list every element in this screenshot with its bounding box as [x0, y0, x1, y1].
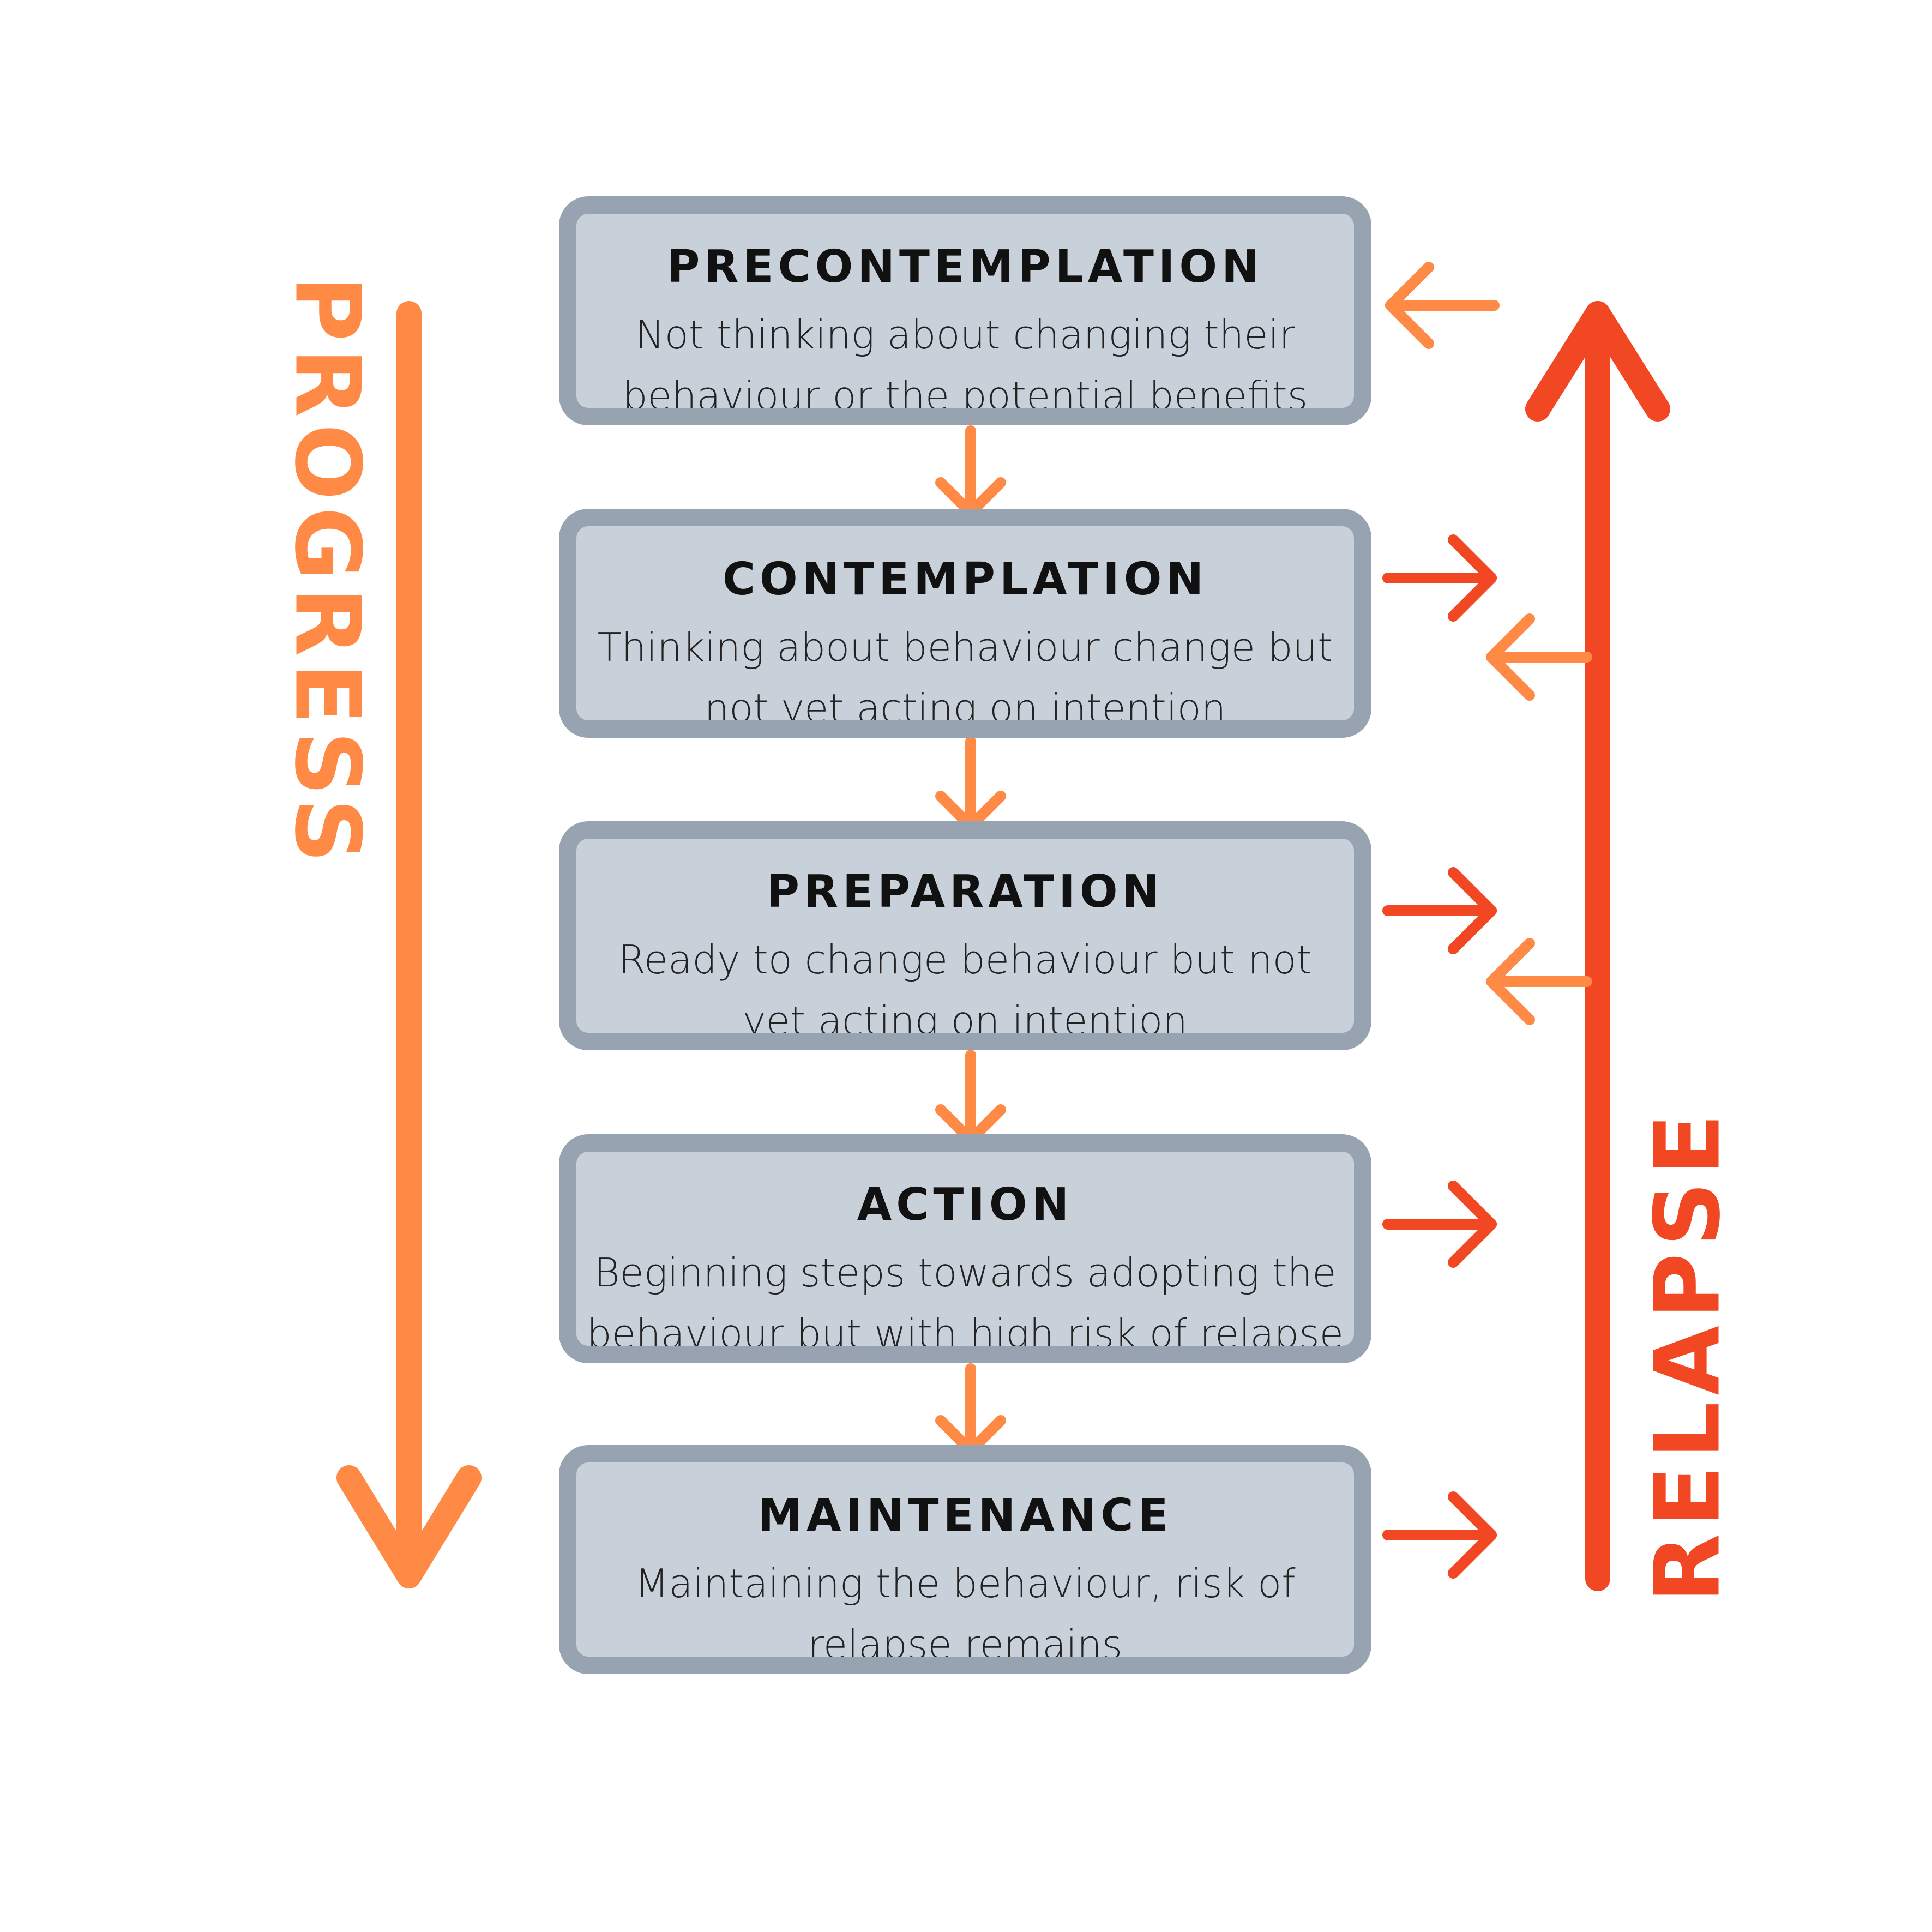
stage-box-action: ACTION Beginning steps towards adopting … [559, 1134, 1371, 1363]
reentry-contemplation [1486, 613, 1592, 701]
stage-title: ACTION [857, 1179, 1074, 1231]
reentry-precontemplation [1385, 262, 1500, 349]
down-arrow-1 [935, 425, 1006, 518]
progress-label: PROGRESS [275, 275, 380, 870]
relapse-out-preparation [1382, 867, 1497, 954]
progress-arrow [336, 301, 482, 1588]
stage-description: Not thinking about changing their behavi… [622, 312, 1308, 419]
relapse-out-action [1382, 1181, 1497, 1268]
stage-description: Maintaining the behaviour, risk of relap… [635, 1561, 1296, 1668]
down-arrow-4 [935, 1363, 1006, 1456]
stage-description: Ready to change behaviour but not yet ac… [618, 937, 1312, 1044]
reentry-arrows [1385, 262, 1592, 1025]
stage-box-contemplation: CONTEMPLATION Thinking about behaviour c… [559, 509, 1371, 738]
relapse-label: RELAPSE [1635, 1107, 1740, 1603]
relapse-arrow [1525, 301, 1670, 1591]
stage-box-maintenance: MAINTENANCE Maintaining the behaviour, r… [559, 1445, 1371, 1674]
stage-title: CONTEMPLATION [722, 553, 1208, 605]
relapse-out-arrows [1382, 534, 1497, 1579]
reentry-preparation [1486, 938, 1592, 1025]
down-arrow-3 [935, 1050, 1006, 1145]
relapse-out-contemplation [1382, 534, 1497, 622]
stage-description: Thinking about behaviour change but not … [597, 624, 1333, 731]
stage-description: Beginning steps towards adopting the beh… [587, 1250, 1344, 1357]
stage-title: PREPARATION [766, 866, 1164, 918]
relapse-out-maintenance [1382, 1491, 1497, 1579]
stage-title: PRECONTEMPLATION [667, 241, 1263, 293]
stage-title: MAINTENANCE [757, 1490, 1173, 1542]
down-arrow-2 [935, 736, 1006, 832]
stage-box-precontemplation: PRECONTEMPLATION Not thinking about chan… [559, 196, 1371, 425]
stage-box-preparation: PREPARATION Ready to change behaviour bu… [559, 821, 1371, 1050]
